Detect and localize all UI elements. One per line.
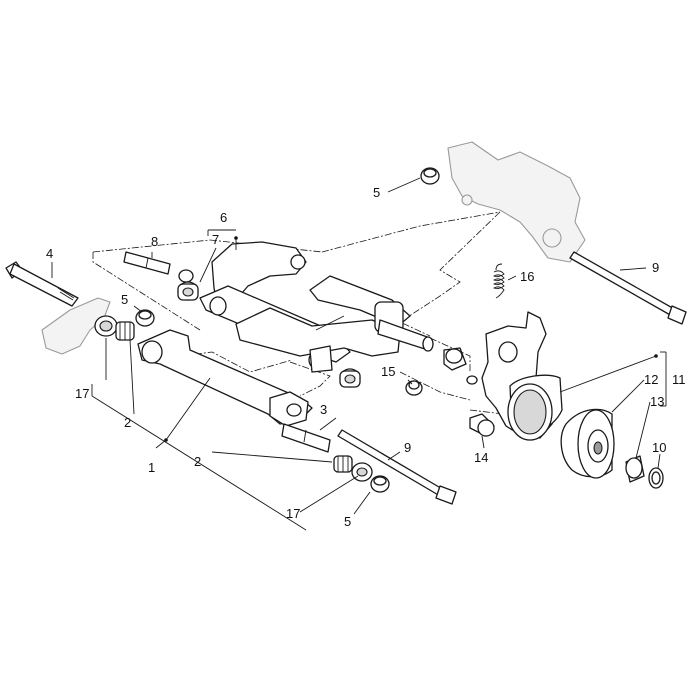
pin-8 [123, 251, 194, 283]
callout-4: 4 [46, 246, 53, 261]
callout-labels: 4 5 17 2 1 8 6 7 2 3 17 5 9 5 15 16 9 12… [46, 185, 686, 529]
callout-13: 13 [650, 394, 664, 409]
sleeve-13 [625, 455, 645, 483]
pin-3 [281, 423, 331, 453]
callout-14: 14 [474, 450, 488, 465]
callout-2-bottom: 2 [194, 454, 201, 469]
bushing-pin-cluster [339, 347, 467, 388]
callout-9-top: 9 [652, 260, 659, 275]
callout-16: 16 [520, 269, 534, 284]
callout-6: 6 [220, 210, 227, 225]
bolt-4 [5, 261, 79, 307]
callout-10: 10 [652, 440, 666, 455]
nut-5-bottom [370, 475, 390, 493]
nut-5-left [135, 309, 155, 327]
bolt-14 [469, 413, 495, 437]
callout-15: 15 [381, 364, 395, 379]
callout-8: 8 [151, 234, 158, 249]
tensioner-bracket-11 [466, 311, 563, 441]
silent-block-7 [177, 281, 199, 301]
callout-9-bottom: 9 [404, 440, 411, 455]
callout-12: 12 [644, 372, 658, 387]
swing-arm-1 [137, 329, 313, 427]
roller-12 [560, 408, 615, 479]
callout-5-left: 5 [121, 292, 128, 307]
nut-15 [405, 380, 423, 396]
bolt-9-top [569, 251, 687, 325]
bolt-9-bottom [337, 429, 457, 505]
callout-11: 11 [672, 372, 686, 387]
leader-lines [51, 177, 667, 531]
callout-5-top: 5 [373, 185, 380, 200]
callout-7: 7 [212, 232, 219, 247]
callout-3: 3 [320, 402, 327, 417]
link-arm-6 [199, 241, 434, 373]
bushing-17-left [94, 315, 118, 337]
circlip-10 [648, 467, 664, 489]
spring-16 [492, 263, 505, 299]
callout-5-bottom: 5 [344, 514, 351, 529]
callout-17-left: 17 [75, 386, 89, 401]
needle-bearing-2-bottom [333, 455, 353, 473]
callout-17-bottom: 17 [286, 506, 300, 521]
callout-1: 1 [148, 460, 155, 475]
needle-bearing-2-left [115, 321, 135, 341]
nut-5-top [420, 167, 440, 185]
frame-bracket-ghost [447, 141, 586, 263]
callout-2-left: 2 [124, 415, 131, 430]
